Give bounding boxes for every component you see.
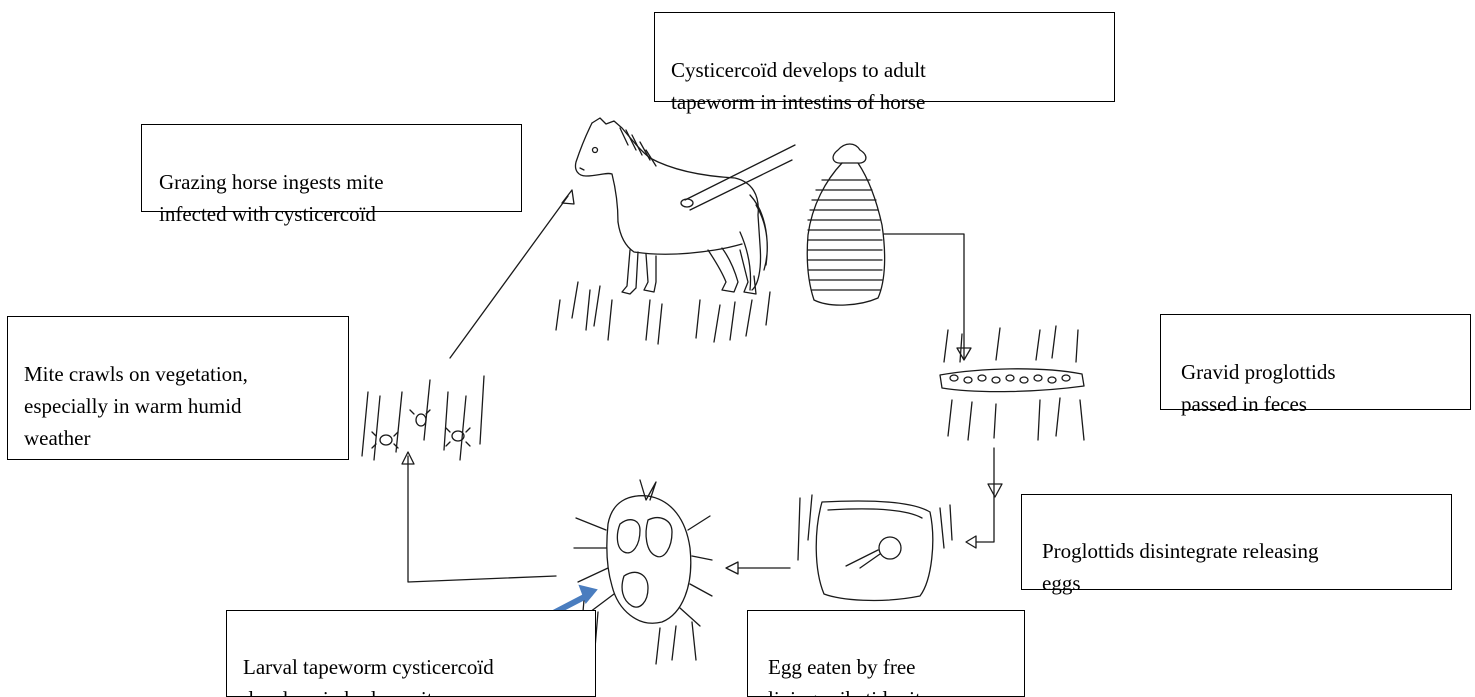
stage-disintegrate-box: Proglottids disintegrate releasing eggs bbox=[1021, 494, 1452, 590]
stage-larval-box: Larval tapeworm cysticercoïd develops in… bbox=[226, 610, 596, 697]
stage-ingest-text: Grazing horse ingests mite infected with… bbox=[159, 166, 504, 230]
stage-mite-crawl-text: Mite crawls on vegetation, especially in… bbox=[24, 358, 332, 454]
stage-larval-text: Larval tapeworm cysticercoïd develops in… bbox=[243, 651, 579, 697]
stage-egg-text: Egg eaten by free living oribatid mite. bbox=[768, 651, 1004, 697]
egg-sketch bbox=[798, 495, 952, 600]
vegetation-mites-sketch bbox=[362, 376, 484, 460]
stage-egg-box: Egg eaten by free living oribatid mite. bbox=[747, 610, 1025, 697]
horse-sketch bbox=[556, 118, 795, 344]
stage-gravid-box: Gravid proglottids passed in feces bbox=[1160, 314, 1471, 410]
stage-ingest-box: Grazing horse ingests mite infected with… bbox=[141, 124, 522, 212]
stage-mite-crawl-box: Mite crawls on vegetation, especially in… bbox=[7, 316, 349, 460]
stage-adult-box: Cysticercoïd develops to adult tapeworm … bbox=[654, 12, 1115, 102]
adult-tapeworm-sketch bbox=[807, 144, 884, 305]
proglottids-feces-sketch bbox=[940, 326, 1084, 440]
stage-adult-text: Cysticercoïd develops to adult tapeworm … bbox=[671, 54, 1098, 118]
stage-disintegrate-text: Proglottids disintegrate releasing eggs bbox=[1042, 535, 1431, 599]
stage-gravid-text: Gravid proglottids passed in feces bbox=[1181, 356, 1450, 420]
